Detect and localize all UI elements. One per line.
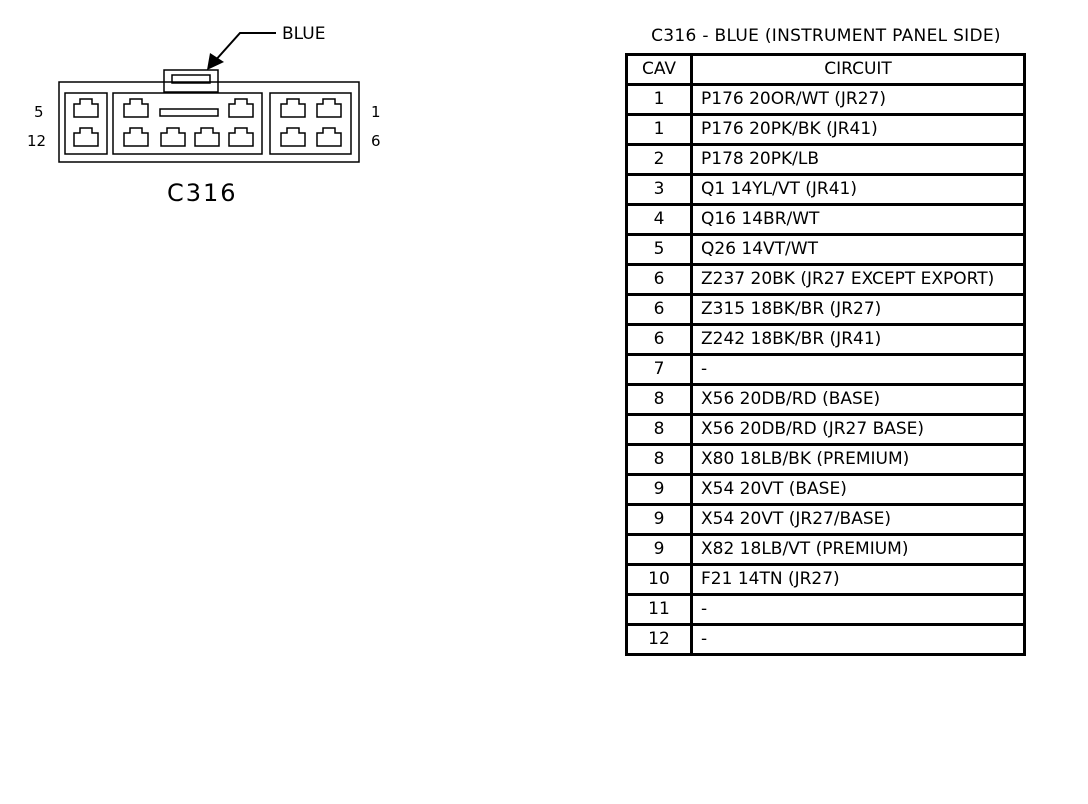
circuit-cell: Z315 18BK/BR (JR27) [690, 293, 1026, 326]
cav-cell: 1 [625, 113, 693, 146]
circuit-cell: X82 18LB/VT (PREMIUM) [690, 533, 1026, 566]
circuit-cell: Z237 20BK (JR27 EXCEPT EXPORT) [690, 263, 1026, 296]
table-title: C316 - BLUE (INSTRUMENT PANEL SIDE) [651, 26, 1001, 46]
terminal-cavity [228, 98, 254, 118]
pin-label-top-right: 1 [371, 103, 381, 121]
cav-cell: 7 [625, 353, 693, 386]
table-row: 11- [625, 593, 1026, 626]
color-callout: BLUE [207, 24, 325, 70]
circuit-cell: X56 20DB/RD (JR27 BASE) [690, 413, 1026, 446]
circuit-cell: P176 20OR/WT (JR27) [690, 83, 1026, 116]
cav-cell: 4 [625, 203, 693, 236]
cav-cell: 5 [625, 233, 693, 266]
center-key-bar [159, 108, 219, 117]
terminal-cavity [73, 127, 99, 147]
cav-cell: 1 [625, 83, 693, 116]
circuit-column-header: CIRCUIT [690, 53, 1026, 86]
cav-cell: 12 [625, 623, 693, 656]
circuit-cell: - [690, 623, 1026, 656]
circuit-cell: Q1 14YL/VT (JR41) [690, 173, 1026, 206]
connector-name-label: C316 [167, 179, 238, 207]
cav-cell: 6 [625, 323, 693, 356]
circuit-cell: X54 20VT (JR27/BASE) [690, 503, 1026, 536]
terminal-cavity [280, 98, 306, 118]
connector-diagram: BLUE 5 12 1 6 C316 [27, 24, 381, 207]
callout-arrowhead [207, 53, 224, 70]
connector-body [58, 69, 360, 163]
cav-cell: 6 [625, 263, 693, 296]
right-cavity-block [269, 92, 352, 155]
cav-cell: 2 [625, 143, 693, 176]
circuit-cell: F21 14TN (JR27) [690, 563, 1026, 596]
terminal-cavity [228, 127, 254, 147]
terminal-cavity [280, 127, 306, 147]
circuit-cell: X80 18LB/BK (PREMIUM) [690, 443, 1026, 476]
cav-cell: 9 [625, 533, 693, 566]
cav-column-header: CAV [625, 53, 693, 86]
pin-label-top-left: 5 [34, 103, 44, 121]
table-row: 12- [625, 623, 1026, 656]
terminal-cavity [73, 98, 99, 118]
pin-label-bottom-left: 12 [27, 132, 46, 150]
cav-cell: 8 [625, 383, 693, 416]
cav-cell: 9 [625, 473, 693, 506]
circuit-cell: Z242 18BK/BR (JR41) [690, 323, 1026, 356]
cav-cell: 3 [625, 173, 693, 206]
cav-cell: 11 [625, 593, 693, 626]
terminal-cavities [73, 98, 342, 147]
circuit-cell: X54 20VT (BASE) [690, 473, 1026, 506]
circuit-cell: - [690, 593, 1026, 626]
circuit-cell: Q26 14VT/WT [690, 233, 1026, 266]
circuit-cell: P178 20PK/LB [690, 143, 1026, 176]
circuit-cell: X56 20DB/RD (BASE) [690, 383, 1026, 416]
circuit-cell: Q16 14BR/WT [690, 203, 1026, 236]
connector-housing [58, 81, 360, 163]
cav-cell: 6 [625, 293, 693, 326]
cav-cell: 10 [625, 563, 693, 596]
table-header-row: CAV CIRCUIT [625, 53, 1026, 86]
left-cavity-block [64, 92, 108, 155]
terminal-cavity [316, 98, 342, 118]
circuit-cell: P176 20PK/BK (JR41) [690, 113, 1026, 146]
pin-label-bottom-right: 6 [371, 132, 381, 150]
circuit-cell: - [690, 353, 1026, 386]
cav-cell: 9 [625, 503, 693, 536]
terminal-cavity [123, 127, 149, 147]
cav-cell: 8 [625, 443, 693, 476]
locking-tab [163, 69, 219, 93]
center-cavity-block [112, 92, 263, 155]
terminal-cavity [316, 127, 342, 147]
cav-cell: 8 [625, 413, 693, 446]
terminal-cavity [160, 127, 186, 147]
locking-tab-slot [171, 74, 211, 84]
terminal-cavity [123, 98, 149, 118]
callout-leader-line [213, 32, 276, 63]
terminal-cavity [194, 127, 220, 147]
connector-color-label: BLUE [282, 24, 325, 44]
table-row: 7- [625, 353, 1026, 386]
